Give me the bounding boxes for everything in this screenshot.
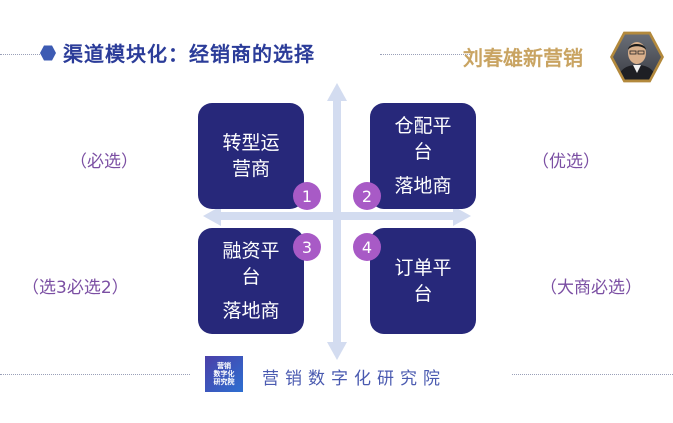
avatar <box>610 31 664 83</box>
quadrant-1-line2: 营商 <box>231 158 270 180</box>
quadrant-2-line1: 仓配平 <box>394 115 452 137</box>
top-divider-left <box>0 54 40 55</box>
side-label-bottom-right: （大商必选） <box>540 278 642 298</box>
quadrant-number-3: 3 <box>293 233 321 261</box>
quadrant-2-line2: 台 <box>413 141 433 163</box>
quadrant-number-2: 2 <box>353 182 381 210</box>
down-arrow-icon <box>327 342 347 360</box>
institute-logo: 营销 数字化 研究院 <box>205 356 243 392</box>
quadrant-2-line3: 落地商 <box>394 175 452 197</box>
side-label-top-right: （优选） <box>532 152 600 172</box>
quadrant-4-line1: 订单平 <box>394 257 452 279</box>
footer-institute-name: 营销数字化研究院 <box>262 369 446 389</box>
top-divider-right <box>380 54 470 55</box>
quadrant-3-line2: 台 <box>241 266 261 288</box>
right-arrow-icon <box>453 206 471 226</box>
logo-line-3: 研究院 <box>213 378 235 386</box>
logo-line-1: 营销 <box>217 362 231 370</box>
hexagon-bullet-icon <box>40 45 56 61</box>
side-label-bottom-left: （选3必选2） <box>22 278 129 298</box>
quadrant-box-1: 转型运 营商 <box>198 103 304 209</box>
logo-line-2: 数字化 <box>213 370 235 378</box>
up-arrow-icon <box>327 83 347 101</box>
quadrant-box-4: 订单平 台 <box>370 228 476 334</box>
quadrant-number-4: 4 <box>353 233 381 261</box>
quadrant-1-line1: 转型运 <box>222 132 280 154</box>
quadrant-4-line2: 台 <box>413 283 433 305</box>
brand-name: 刘春雄新营销 <box>463 46 583 70</box>
quadrant-number-1: 1 <box>293 182 321 210</box>
quadrant-box-3: 融资平 台 落地商 <box>198 228 304 334</box>
quadrant-3-line1: 融资平 <box>222 240 280 262</box>
page-title: 渠道模块化：经销商的选择 <box>63 42 315 66</box>
left-arrow-icon <box>203 206 221 226</box>
bottom-divider-left <box>0 374 190 375</box>
quadrant-box-2: 仓配平 台 落地商 <box>370 103 476 209</box>
bottom-divider-right <box>512 374 673 375</box>
quadrant-3-line3: 落地商 <box>222 300 280 322</box>
side-label-top-left: （必选） <box>70 152 138 172</box>
